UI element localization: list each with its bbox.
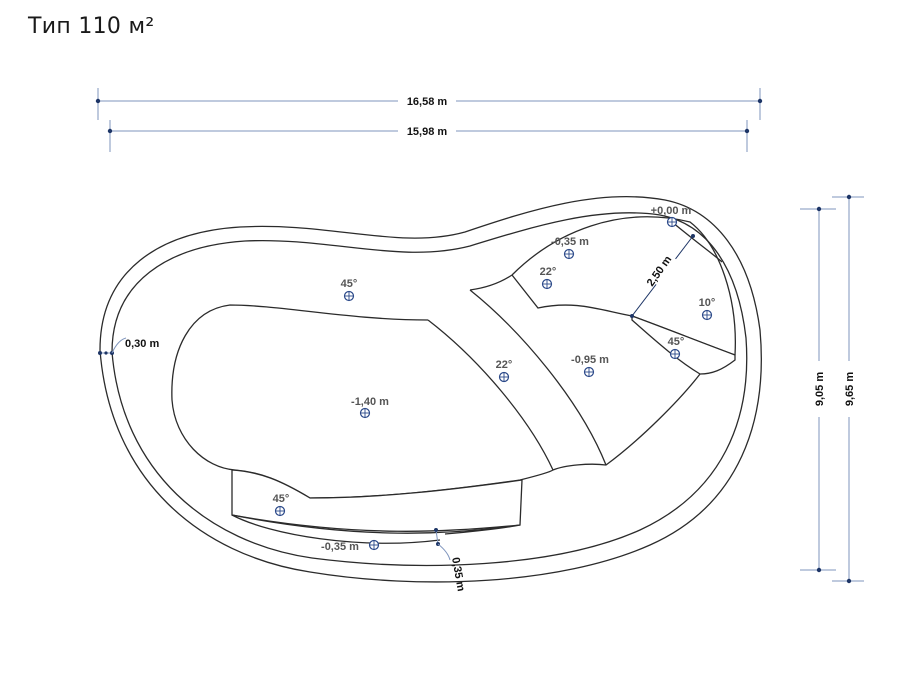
marker-deep-zone: -1,40 m [351,396,389,419]
upper-step-face [631,315,736,375]
middle-ramp-upper-edge [469,274,513,291]
wall-thickness-marker: 0,30 m [98,337,159,355]
step-slope-label: 45° [668,336,685,348]
pool-inner-edge [111,212,748,567]
inner-length-label: 15,98 m [407,126,448,138]
bench-slope-label: 45° [273,493,290,505]
middle-ramp-right-edge [469,289,607,466]
marker-middle-zone: -0,95 m [571,354,609,378]
marker-middle-ramp: 22° [496,359,513,383]
step-width-marker: 2,50 m [630,234,695,318]
rim-level-label: +0,00 m [651,205,692,217]
beach-ridge [671,221,723,263]
marker-bench-depth: -0,35 m [321,539,380,553]
inner-length-dimension: 15,98 m [107,120,750,152]
middle-ramp-bottom-edge [552,373,701,471]
bench-depth-label: -0,35 m [321,541,359,553]
marker-step-slope: 45° [668,336,685,360]
overall-length-dimension: 16,58 m [95,88,763,120]
beach-slope-label: 10° [699,297,716,309]
bench-width-marker: 0,35 m [434,528,467,592]
wall-thickness-label: 0,30 m [125,338,159,350]
upper-ramp-slope-label: 22° [540,266,557,278]
wall-slope-label: 45° [341,278,358,290]
bench-block [231,469,523,532]
middle-zone-depth-label: -0,95 m [571,354,609,366]
overall-width-label: 9,65 m [844,372,856,406]
middle-ramp-slope-label: 22° [496,359,513,371]
inner-width-dimension: 9,05 m [800,206,836,573]
marker-upper-zone: -0,35 m [551,236,589,260]
overall-width-dimension: 9,65 m [832,194,864,584]
upper-zone-depth-label: -0,35 m [551,236,589,248]
deep-zone-depth-label: -1,40 m [351,396,389,408]
pool-outer-rim [99,195,762,583]
marker-wall-slope: 45° [341,278,358,302]
marker-bench-slope: 45° [273,493,290,517]
middle-ramp-left-edge [427,319,554,471]
page-title: Тип 110 м² [28,14,155,39]
bench-step-line [231,514,441,544]
overall-length-label: 16,58 m [407,96,448,108]
marker-rim-level: +0,00 m [651,205,692,228]
marker-upper-ramp: 22° [540,266,557,290]
upper-platform-edge [511,216,736,356]
inner-width-label: 9,05 m [814,372,826,406]
marker-beach: 10° [699,297,716,321]
bench-front-edge [231,514,521,535]
bench-width-label: 0,35 m [449,556,467,592]
